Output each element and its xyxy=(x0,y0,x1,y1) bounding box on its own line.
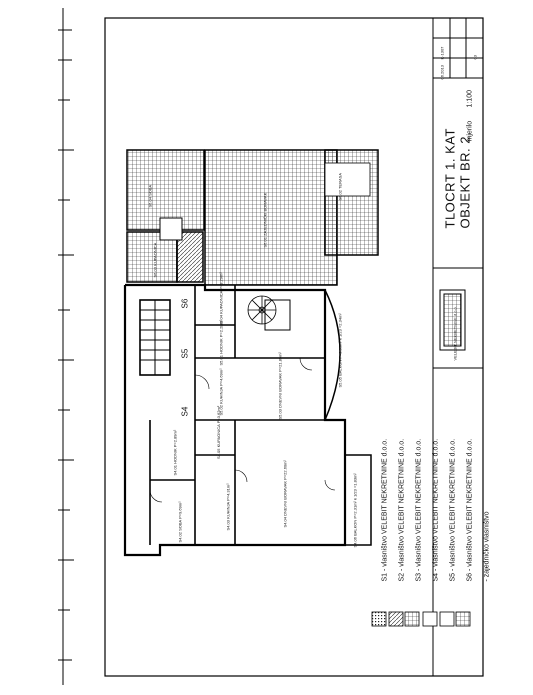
firm-label: VELEBIT NEKRETNINE d.o.o. xyxy=(452,306,458,361)
legend-swatches xyxy=(371,611,471,627)
room-label-s5-05: S5.05 BALKON P=2.99m² k 1/23 =2.34m² xyxy=(337,313,343,388)
room-label-s6-02: S6.02 TERASA xyxy=(337,173,343,201)
sheet-cell-3: 03 xyxy=(472,55,478,60)
unit-label-s6: S6 xyxy=(180,298,190,309)
title-block xyxy=(432,17,484,676)
legend-item-s4: S4 - vlasništvo VELEBIT NEKRETNINE d.o.o… xyxy=(432,438,440,582)
interior-walls xyxy=(149,285,345,545)
legend-item-s5: S5 - vlasništvo VELEBIT NEKRETNINE d.o.o… xyxy=(449,438,457,582)
scale-label: mjerilo xyxy=(466,120,474,142)
room-label-s5-04: S5.04 KUPAONICA P=3.29m² xyxy=(218,272,224,326)
room-label-s4-04: S4.04 DNEVNI BORAVAK P=22.60m² xyxy=(282,460,288,528)
room-label-s6-04: S6.04 SOBA xyxy=(147,184,153,208)
legend-item-s1: S1 - vlasništvo VELEBIT NEKRETNINE d.o.o… xyxy=(381,438,389,582)
title-line-1: TLOCRT 1. KAT xyxy=(442,128,458,229)
sheet-cell-2: 06.2013 xyxy=(439,65,445,80)
legend-item-common: - zajedničko vlasništvo xyxy=(483,511,491,582)
drawing-border xyxy=(104,17,484,677)
scale-value: 1:100 xyxy=(466,89,474,108)
room-label-s6-03: S6.03 KUPAONICA xyxy=(152,242,158,278)
unit-label-s4: S4 xyxy=(180,406,190,417)
stairwell xyxy=(139,299,171,376)
legend-item-s6: S6 - vlasništvo VELEBIT NEKRETNINE d.o.o… xyxy=(466,438,474,582)
room-label-s5-02: S5.02 KUHINJA P=4.69m² xyxy=(218,368,224,416)
room-label-s6-01: S6.01 ZAJEDNIČKI BORAVAK xyxy=(262,192,268,248)
room-label-s4-03: S4.03 KUHINJA P=4.31m² xyxy=(225,483,231,531)
s6-upper-area xyxy=(126,149,379,286)
door-swings xyxy=(149,357,336,503)
legend-item-s2: S2 - vlasništvo VELEBIT NEKRETNINE d.o.o… xyxy=(398,438,406,582)
binder-margin xyxy=(58,8,74,685)
room-label-s4-01: S4.01 HODNIK P=2.89m² xyxy=(172,429,178,476)
unit-label-s5: S5 xyxy=(180,348,190,359)
room-label-s4-05: S4.05 KUPAONICA P=3.62m² xyxy=(216,405,221,459)
room-label-s4-02: S4.02 SOBA P=9.69m² xyxy=(177,501,183,543)
legend-item-s3: S3 - vlasništvo VELEBIT NEKRETNINE d.o.o… xyxy=(415,438,423,582)
room-label-s4-06: S4.06 BALKON P=2.31m² k 1/23 =1.83m² xyxy=(352,473,358,548)
spiral-stair xyxy=(247,295,277,325)
room-label-s5-03: S5.03 DNEVNI BORAVAK P=21.85m² xyxy=(277,352,283,420)
